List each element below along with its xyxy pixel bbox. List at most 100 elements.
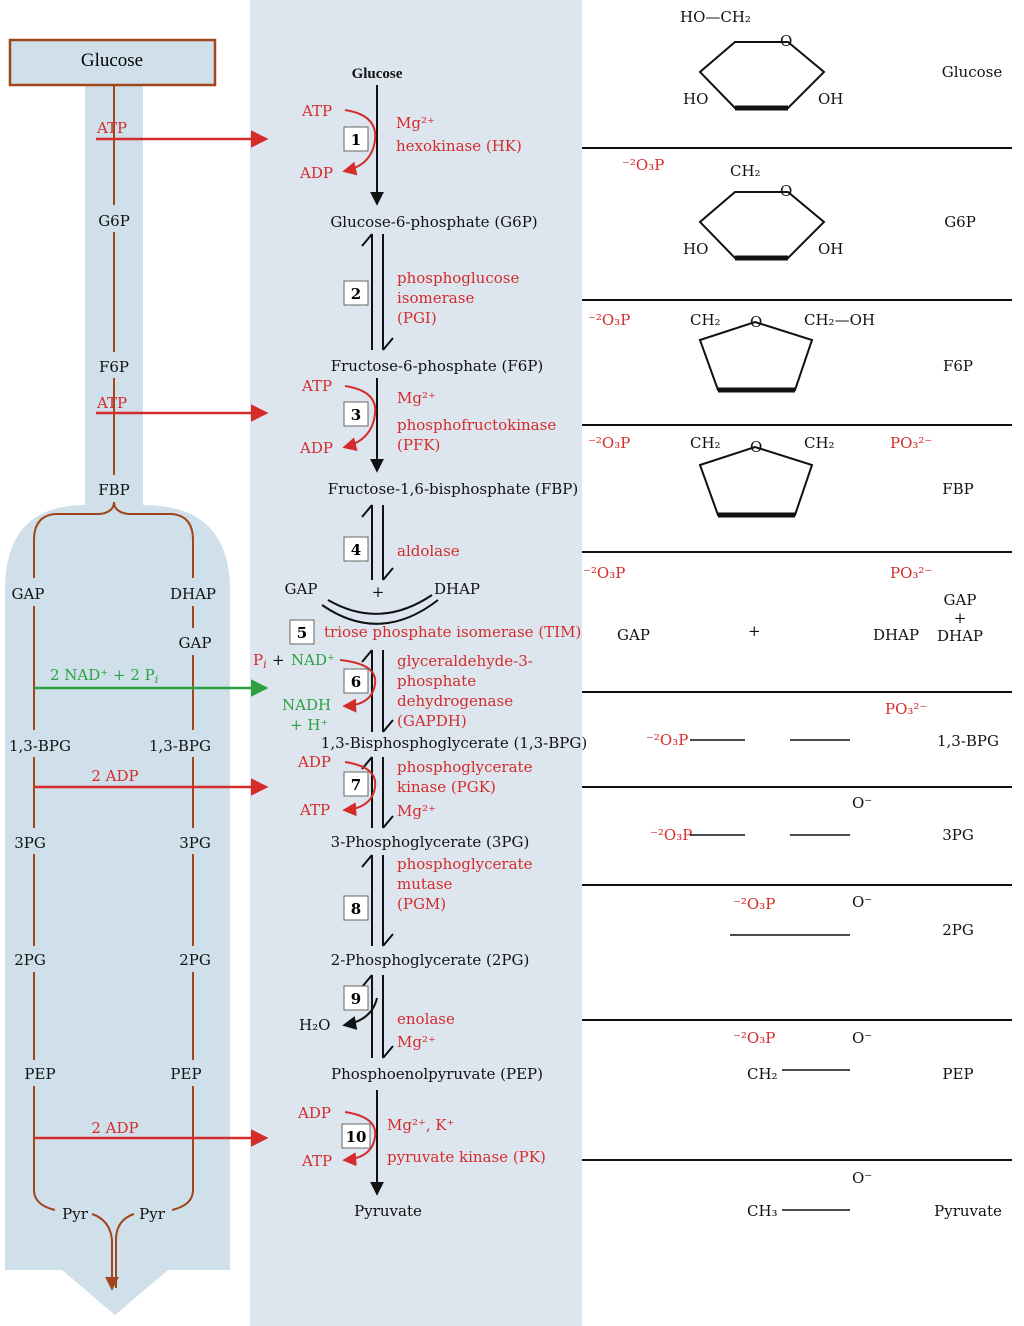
step7-out: ATP — [299, 801, 330, 819]
enz7-c: Mg²⁺ — [397, 802, 436, 820]
glc-ho-ch2: HO—CH₂ — [680, 8, 751, 26]
left-2pg: 2PG — [14, 951, 46, 969]
met-2pg: 2-Phosphoglycerate (2PG) — [331, 951, 530, 969]
right-3pg: 3PG — [179, 834, 211, 852]
structures-bonds — [690, 739, 850, 1211]
cross-adp1: 2 ADP — [91, 767, 138, 785]
step6-nadh: NADH — [282, 696, 331, 714]
left-dhap: DHAP — [170, 585, 216, 603]
met-glucose: Glucose — [352, 66, 403, 82]
step-5-box — [289, 619, 315, 645]
enz7-b: kinase (PGK) — [397, 778, 496, 796]
fbp-po3b: PO₃²⁻ — [890, 434, 932, 452]
met-f6p: Fructose-6-phosphate (F6P) — [331, 357, 544, 375]
step-2-num: 2 — [351, 285, 361, 303]
gap-po3: ⁻²O₃P — [583, 564, 625, 582]
step6-pi: Pi — [253, 651, 267, 671]
left-f6p: F6P — [99, 358, 129, 376]
right-2pg: 2PG — [179, 951, 211, 969]
step6-plus: + — [272, 651, 285, 669]
nad-curve — [339, 659, 377, 713]
dhap-po3: PO₃²⁻ — [890, 564, 932, 582]
enz10-a: Mg²⁺, K⁺ — [387, 1116, 455, 1134]
rl-bpg: 1,3-BPG — [937, 732, 999, 750]
rl-pep: PEP — [942, 1065, 973, 1083]
g6p-ho: HO — [683, 240, 708, 258]
enz6-b: phosphate — [397, 672, 476, 690]
step-9-num: 9 — [351, 990, 361, 1008]
g6p-po3: ⁻²O₃P — [622, 156, 664, 174]
bpg-po3: ⁻²O₃P — [646, 731, 688, 749]
rl-g6p: G6P — [944, 213, 976, 231]
met-plus: + — [372, 583, 385, 601]
enz3-a: Mg²⁺ — [397, 389, 436, 407]
fbp-po3: ⁻²O₃P — [588, 434, 630, 452]
dhap-lbl: DHAP — [873, 626, 919, 644]
step-8-num: 8 — [351, 900, 361, 918]
glucose-box-label: Glucose — [81, 50, 143, 71]
cross-nad: 2 NAD⁺ + 2 Pi — [50, 666, 158, 686]
g6p-oh: OH — [818, 240, 843, 258]
enz8-a: phosphoglycerate — [397, 855, 533, 873]
pg2-ominus: O⁻ — [852, 893, 872, 911]
step-7-num: 7 — [351, 776, 361, 794]
f6p-ch2: CH₂ — [690, 311, 721, 329]
step-8-box — [343, 895, 369, 921]
pyr-ch3: CH₃ — [747, 1202, 778, 1220]
g6p-o: O — [780, 182, 792, 200]
cofactor-texts: ATP ADP ATP ADP ADP ATP ADP ATP Pi + NAD… — [253, 102, 335, 1170]
step-4-box — [343, 536, 369, 562]
rl-f6p: F6P — [943, 357, 973, 375]
rl-fbp: FBP — [942, 480, 974, 498]
enz6-a: glyceraldehyde-3- — [397, 652, 533, 670]
met-gap: GAP — [285, 580, 318, 598]
rl-gapdhap: GAP+DHAP — [937, 591, 983, 645]
cofactor-curves — [342, 109, 377, 1167]
pep-ominus: O⁻ — [852, 1029, 872, 1047]
step10-in: ADP — [297, 1104, 331, 1122]
enz4: aldolase — [397, 542, 460, 560]
met-bpg: 1,3-Bisphosphoglycerate (1,3-BPG) — [321, 734, 587, 752]
met-3pg: 3-Phosphoglycerate (3PG) — [331, 833, 530, 851]
left-fbp: FBP — [98, 481, 130, 499]
water-curve — [342, 997, 378, 1030]
enz9-a: enolase — [397, 1010, 455, 1028]
enz9-b: Mg²⁺ — [397, 1033, 436, 1051]
pg3-ominus: O⁻ — [852, 794, 872, 812]
enz2-c: (PGI) — [397, 309, 437, 327]
glc-oh: OH — [818, 90, 843, 108]
left-trunk — [33, 86, 194, 1291]
gap-lbl: GAP — [617, 626, 650, 644]
right-separators — [582, 147, 1012, 1161]
center-arrows — [321, 85, 439, 1196]
met-pyruvate: Pyruvate — [354, 1202, 422, 1220]
right-bpg: 1,3-BPG — [149, 737, 211, 755]
right-pyr: Pyr — [139, 1205, 166, 1223]
f6p-o: O — [750, 313, 762, 331]
enz1-b: hexokinase (HK) — [396, 137, 522, 155]
rl-2pg: 2PG — [942, 921, 974, 939]
step7-in: ADP — [297, 753, 331, 771]
step-9-box — [343, 985, 369, 1011]
met-g6p: Glucose-6-phosphate (G6P) — [330, 213, 537, 231]
step-1-num: 1 — [351, 131, 361, 149]
enz8-b: mutase — [397, 875, 453, 893]
step-3-box — [343, 401, 369, 427]
glucose-box — [8, 38, 217, 87]
left-3pg: 3PG — [14, 834, 46, 852]
step10-out: ATP — [301, 1152, 332, 1170]
step-2-box — [343, 280, 369, 306]
pg2-po3: ⁻²O₃P — [733, 895, 775, 913]
bpg-po3b: PO₃²⁻ — [885, 700, 927, 718]
fbp-o: O — [750, 438, 762, 456]
step-10-box — [341, 1123, 371, 1149]
enz10-b: pyruvate kinase (PK) — [387, 1148, 546, 1166]
right-pep: PEP — [170, 1065, 201, 1083]
step1-out: ADP — [299, 164, 333, 182]
g6p-ch2: CH₂ — [730, 162, 761, 180]
left-gap-right: GAP — [179, 634, 212, 652]
left-flow-arrow — [5, 85, 230, 1315]
step-5-num: 5 — [297, 624, 307, 642]
f6p-ch2oh: CH₂—OH — [804, 311, 875, 329]
